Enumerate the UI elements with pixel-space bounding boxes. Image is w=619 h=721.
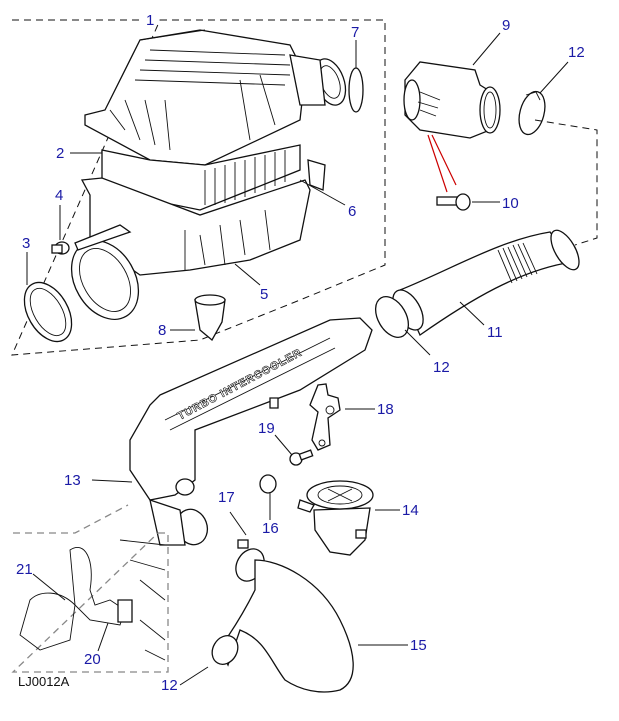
grommet-16-part — [259, 474, 277, 494]
callout-19[interactable]: 19 — [258, 420, 275, 437]
callout-20[interactable]: 20 — [84, 651, 101, 668]
callout-4[interactable]: 4 — [55, 187, 63, 204]
callout-15[interactable]: 15 — [410, 637, 427, 654]
bolt-part — [427, 134, 471, 211]
hose-clip-top-part — [518, 90, 598, 246]
callout-13[interactable]: 13 — [64, 472, 81, 489]
callout-2[interactable]: 2 — [56, 145, 64, 162]
callout-3[interactable]: 3 — [22, 235, 30, 252]
intercooler-part: TURBO INTERCOOLER — [129, 317, 373, 546]
callout-7[interactable]: 7 — [351, 24, 359, 41]
callout-21[interactable]: 21 — [16, 561, 33, 578]
callout-10[interactable]: 10 — [502, 195, 519, 212]
callout-8[interactable]: 8 — [158, 322, 166, 339]
callout-14[interactable]: 14 — [402, 502, 419, 519]
callout-6[interactable]: 6 — [348, 203, 356, 220]
hose-15-part — [211, 559, 354, 693]
leader-lines — [26, 32, 569, 686]
callout-18[interactable]: 18 — [377, 401, 394, 418]
callout-labels: 1 2 3 4 5 6 7 8 9 10 12 11 12 18 19 13 1… — [16, 12, 585, 694]
callout-12-bottom[interactable]: 12 — [161, 677, 178, 694]
drawing-code: LJ0012A — [18, 674, 70, 689]
air-cleaner-part — [70, 29, 347, 342]
screw-part — [289, 449, 314, 466]
assembly-boundary — [11, 19, 386, 356]
hose-11-part — [392, 229, 580, 336]
callout-5[interactable]: 5 — [260, 286, 268, 303]
callout-12-top[interactable]: 12 — [568, 44, 585, 61]
o-ring-part — [348, 67, 364, 113]
callout-17[interactable]: 17 — [218, 489, 235, 506]
clip-part — [307, 159, 326, 191]
callout-16[interactable]: 16 — [262, 520, 279, 537]
grommet-part — [51, 241, 70, 255]
callout-11[interactable]: 11 — [487, 324, 503, 341]
air-flow-meter-part — [403, 61, 501, 139]
seal-part — [23, 281, 73, 343]
inset-detail — [11, 504, 169, 673]
bracket-part — [309, 383, 341, 451]
callout-1[interactable]: 1 — [146, 12, 154, 29]
callout-9[interactable]: 9 — [502, 17, 510, 34]
callout-12-mid[interactable]: 12 — [433, 359, 450, 376]
elbow-part — [297, 480, 374, 556]
hose-clip-mid-part — [374, 296, 410, 338]
